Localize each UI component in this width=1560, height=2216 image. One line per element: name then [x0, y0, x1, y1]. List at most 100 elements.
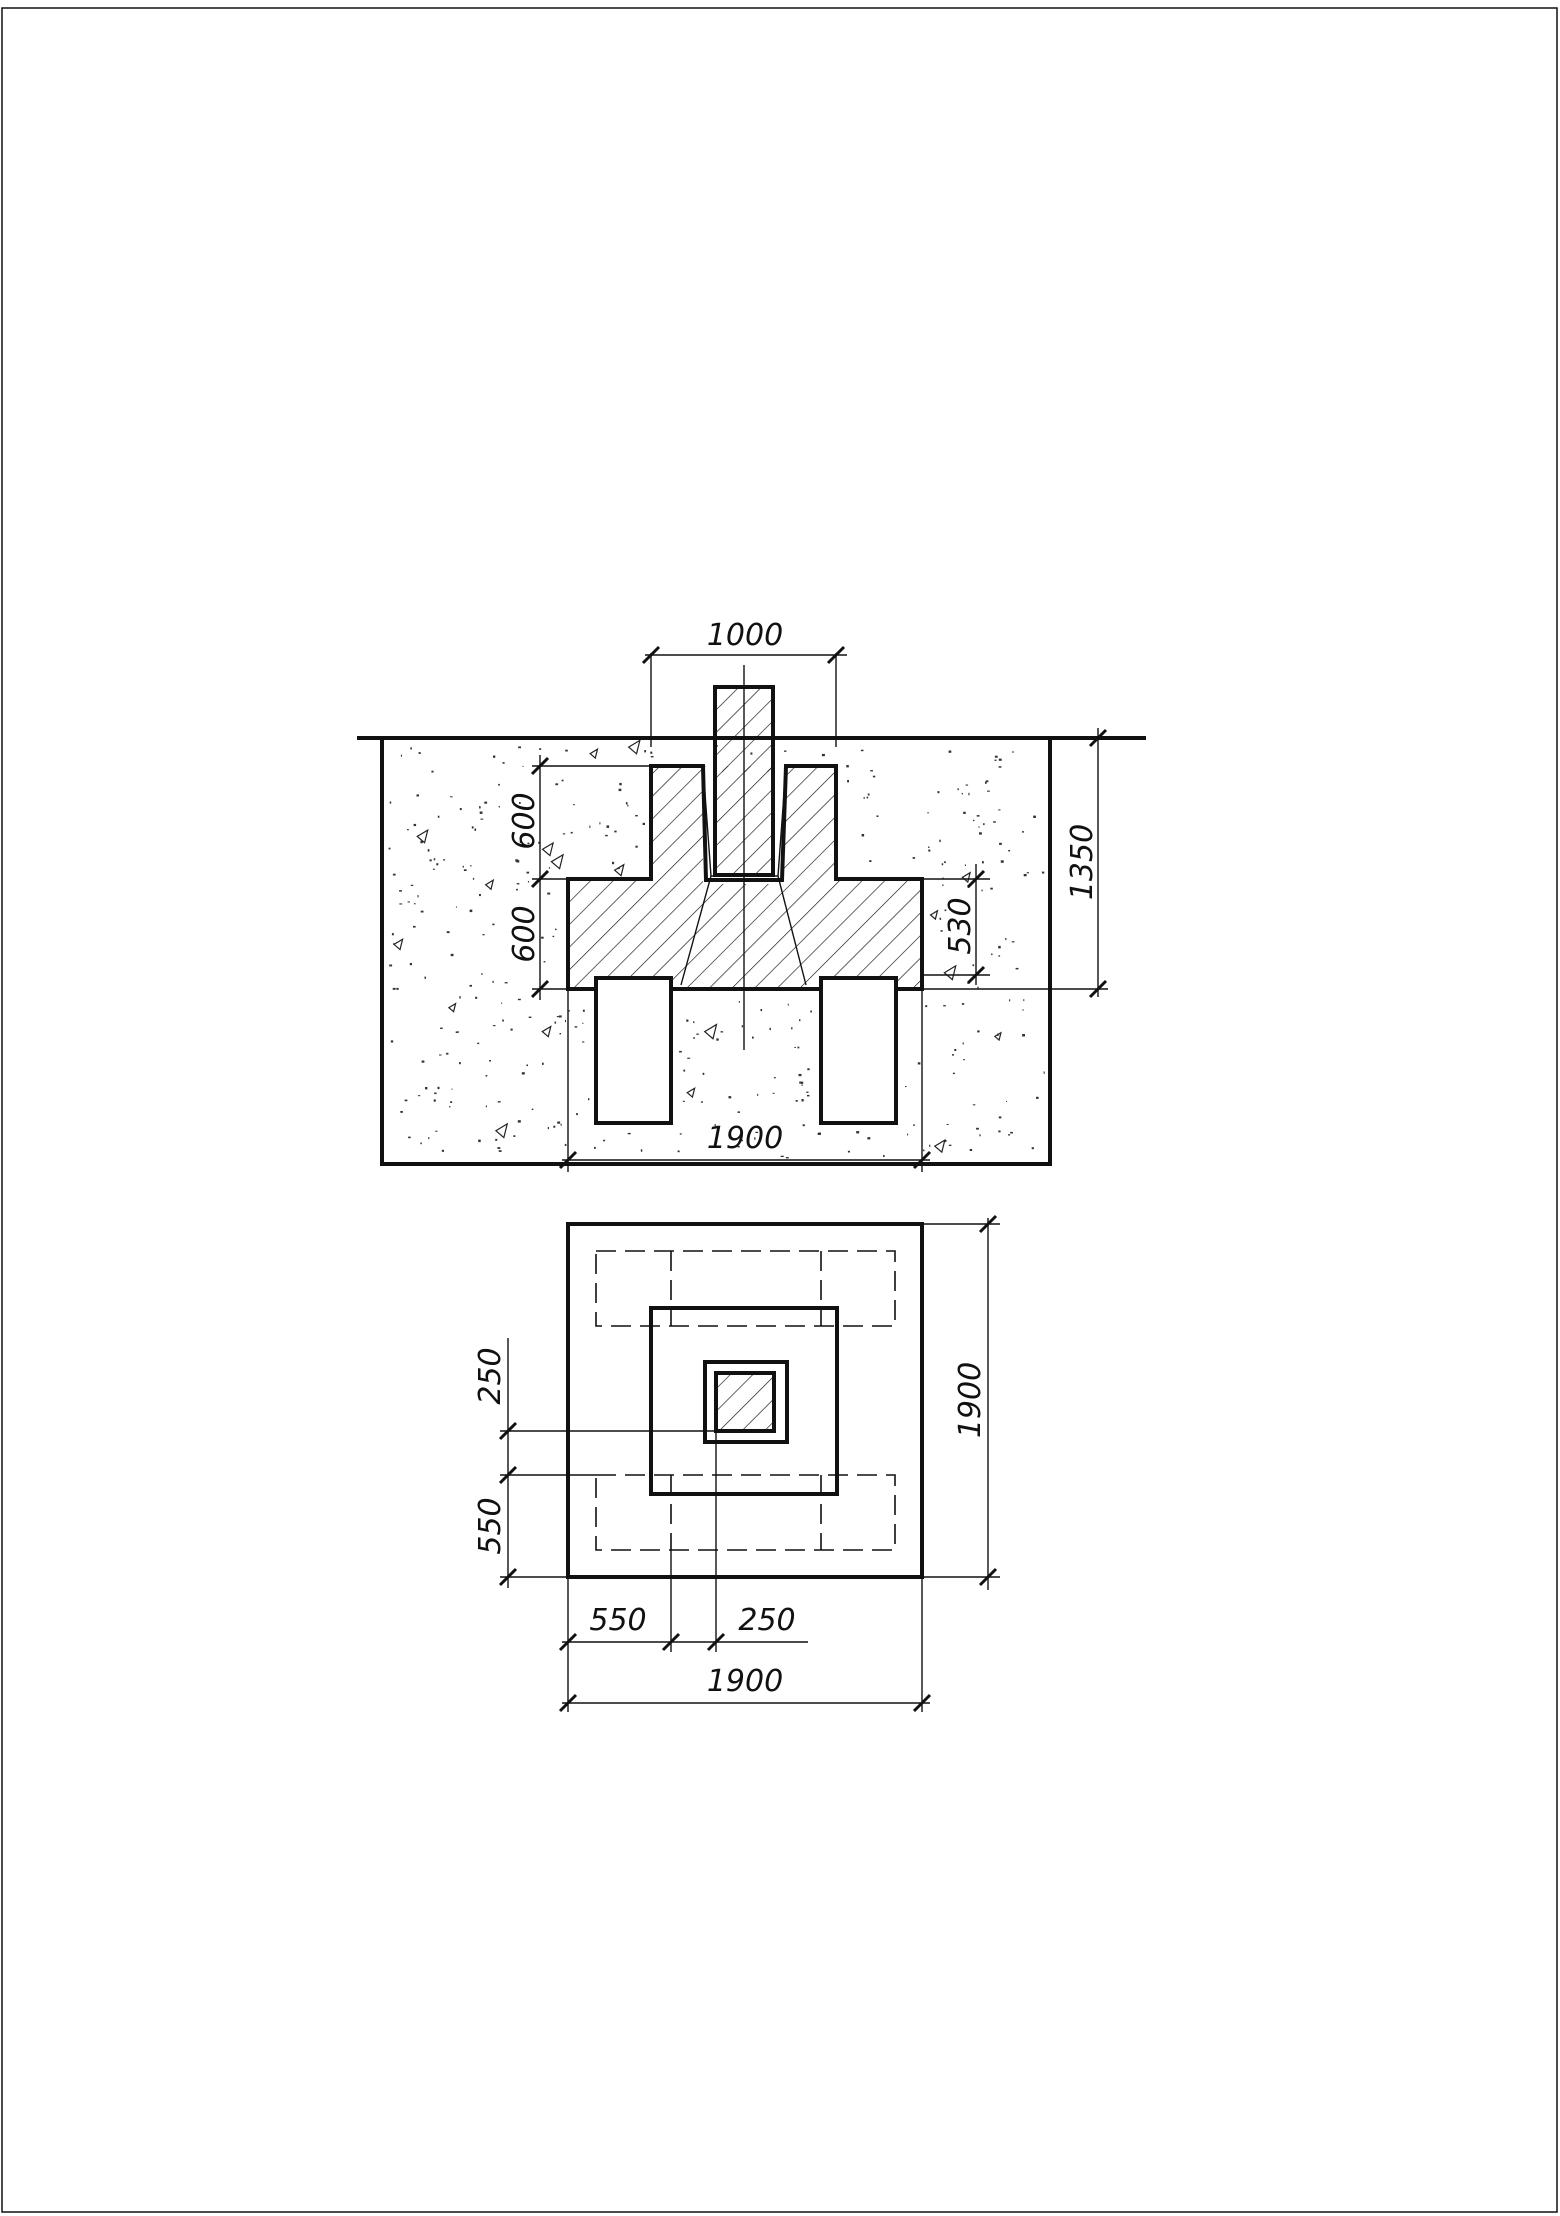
soil-speck — [418, 1095, 421, 1097]
soil-texture — [388, 739, 1045, 1159]
soil-speck — [1023, 874, 1027, 877]
soil-speck — [991, 953, 993, 956]
soil-speck — [393, 943, 395, 945]
soil-speck — [913, 1124, 916, 1126]
soil-speck — [413, 925, 416, 928]
soil-speck — [993, 821, 996, 823]
soil-speck — [635, 845, 638, 848]
soil-speck — [605, 834, 608, 837]
soil-speck — [1022, 1009, 1024, 1011]
soil-speck — [443, 859, 446, 861]
soil-speck — [821, 753, 825, 757]
soil-speck — [589, 825, 591, 828]
soil-speck — [795, 1100, 798, 1102]
soil-speck — [905, 1086, 907, 1088]
soil-speck — [807, 1068, 810, 1071]
soil-speck — [679, 1050, 682, 1053]
soil-speck — [998, 1116, 1002, 1119]
soil-speck — [495, 1138, 498, 1141]
dim-step-heights: 600 600 — [507, 755, 651, 1000]
soil-speck — [700, 1101, 703, 1103]
soil-speck — [1023, 999, 1025, 1002]
soil-speck — [927, 812, 929, 814]
soil-speck — [769, 1027, 771, 1031]
soil-speck — [738, 1001, 740, 1003]
soil-speck — [526, 871, 530, 874]
soil-speck — [977, 986, 979, 989]
soil-speck — [979, 832, 982, 835]
soil-speck — [650, 756, 654, 758]
soil-speck — [912, 857, 916, 859]
soil-speck — [817, 1133, 821, 1135]
soil-speck — [564, 1143, 567, 1146]
soil-speck — [990, 887, 993, 890]
soil-speck — [1022, 1034, 1025, 1037]
soil-speck — [942, 884, 944, 886]
soil-aggregate — [416, 828, 429, 844]
soil-speck — [479, 811, 483, 814]
soil-speck — [946, 1124, 949, 1125]
soil-speck — [1008, 1134, 1011, 1136]
soil-speck — [539, 748, 542, 750]
soil-speck — [489, 1060, 491, 1062]
soil-speck — [720, 1031, 724, 1033]
soil-speck — [421, 1060, 425, 1063]
dim-plan-width: 1900 — [558, 1577, 932, 1713]
soil-speck — [471, 826, 474, 829]
soil-speck — [780, 1155, 784, 1157]
soil-aggregate — [686, 1086, 696, 1099]
soil-speck — [716, 1038, 719, 1041]
soil-speck — [469, 984, 472, 987]
soil-speck — [944, 1140, 947, 1142]
foundation-hatch — [568, 766, 922, 989]
soil-speck — [519, 840, 522, 843]
soil-speck — [1009, 999, 1011, 1002]
plan-socket — [703, 1360, 789, 1444]
soil-speck — [527, 881, 530, 883]
soil-speck — [557, 1121, 561, 1124]
soil-speck — [556, 1016, 560, 1018]
soil-speck — [773, 1077, 776, 1079]
soil-speck — [574, 1026, 578, 1028]
soil-speck — [998, 1130, 1001, 1133]
soil-speck — [917, 1062, 921, 1065]
soil-speck — [1010, 1131, 1013, 1134]
soil-speck — [555, 783, 559, 786]
soil-speck — [440, 1027, 443, 1029]
soil-speck — [392, 987, 396, 990]
soil-speck — [954, 1049, 957, 1051]
excavation-outline — [380, 738, 1052, 1166]
soil-speck — [787, 1003, 789, 1006]
soil-speck — [847, 780, 849, 783]
soil-speck — [693, 1021, 695, 1024]
soil-speck — [504, 982, 508, 984]
soil-speck — [603, 1139, 606, 1142]
soil-speck — [1031, 1147, 1034, 1150]
soil-speck — [437, 1086, 440, 1090]
soil-speck — [416, 794, 419, 797]
soil-speck — [772, 1092, 775, 1094]
soil-speck — [693, 1037, 696, 1039]
soil-speck — [928, 846, 930, 848]
soil-speck — [432, 868, 435, 870]
dim-plan-height: 1900 — [922, 1214, 1000, 1590]
soil-speck — [433, 858, 436, 861]
soil-speck — [797, 1046, 800, 1049]
soil-speck — [538, 841, 540, 844]
soil-speck — [449, 1106, 451, 1108]
soil-speck — [714, 1124, 716, 1127]
soil-speck — [497, 1147, 501, 1149]
plan-piles-bottom — [595, 1474, 896, 1551]
soil-speck — [517, 998, 521, 1001]
pile-left — [594, 976, 673, 1125]
soil-speck — [541, 936, 544, 939]
soil-speck — [962, 1042, 964, 1045]
soil-speck — [446, 1052, 449, 1055]
soil-speck — [944, 909, 947, 912]
soil-speck — [872, 775, 876, 778]
plan-upper-step — [649, 1306, 839, 1496]
soil-speck — [923, 1149, 925, 1152]
soil-speck — [965, 784, 969, 786]
soil-aggregate — [703, 1023, 718, 1040]
soil-speck — [737, 1145, 740, 1148]
